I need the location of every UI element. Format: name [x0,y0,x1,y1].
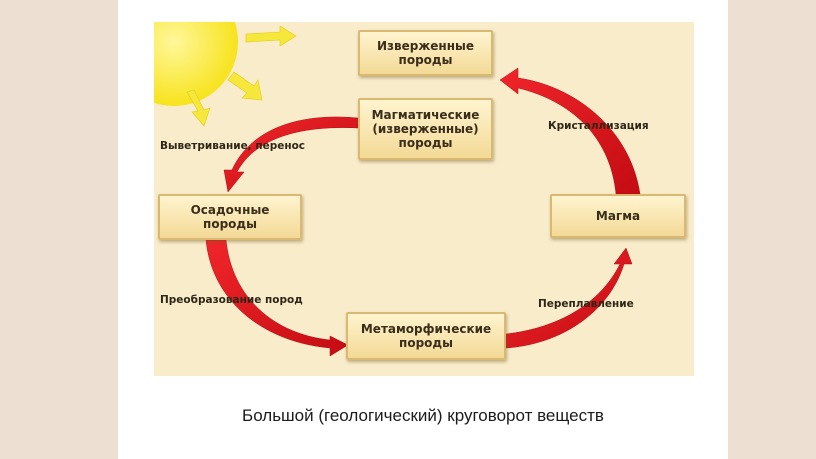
label-crystallization: Кристаллизация [548,120,649,132]
sun-rays-icon [186,25,297,127]
sun-icon [154,22,238,106]
slide-caption: Большой (геологический) круговорот вещес… [242,406,604,425]
diagram-graphics [154,22,641,357]
sedimentary-rocks-box: Осадочные породы [158,194,302,240]
label-remelting: Переплавление [538,298,634,310]
metamorphic-rocks-box: Метаморфические породы [346,312,506,360]
magmatic-rocks-box: Магматические (изверженные) породы [358,98,493,160]
arrow-weathering [223,116,359,193]
arrow-remelting [505,247,633,349]
label-transformation: Преобразование пород [160,294,303,306]
magma-box: Магма [550,194,686,238]
arrow-transformation [205,239,349,357]
arrow-crystallization [499,67,641,195]
cycle-arrows [205,67,641,357]
rock-cycle-diagram: Изверженные породы Магматические (изверж… [154,22,694,376]
label-weathering: Выветривание, перенос [160,140,306,152]
igneous-rocks-box: Изверженные породы [358,30,493,76]
